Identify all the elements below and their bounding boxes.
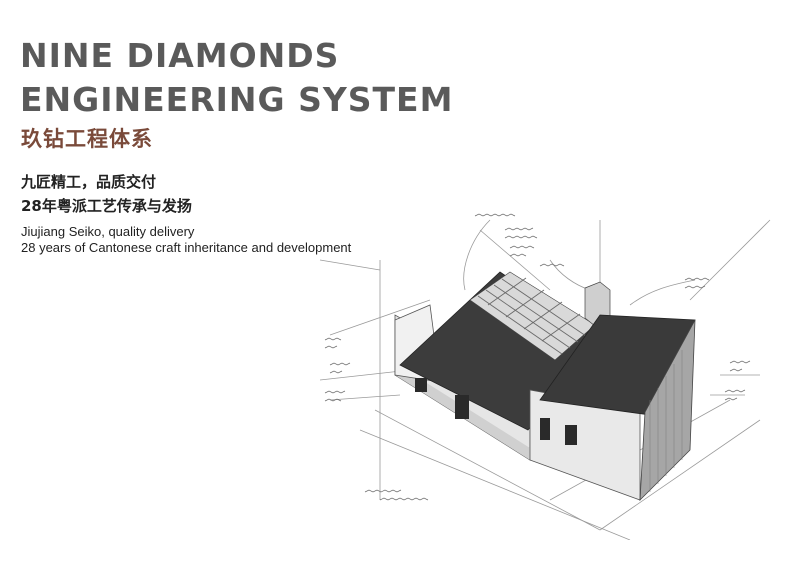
chinese-tagline-line-2: 28年粤派工艺传承与发扬 (21, 197, 192, 215)
english-tagline-line-1: Jiujiang Seiko, quality delivery (21, 224, 195, 239)
english-tagline-line-2: 28 years of Cantonese craft inheritance … (21, 240, 352, 255)
chinese-tagline: 九匠精工，品质交付 28年粤派工艺传承与发扬 (21, 170, 192, 218)
title-line-1: NINE DIAMONDS (20, 36, 340, 75)
house-sketch-illustration (319, 213, 771, 540)
english-tagline: Jiujiang Seiko, quality delivery 28 year… (21, 224, 351, 256)
chinese-tagline-line-1: 九匠精工，品质交付 (21, 173, 157, 191)
title-line-2: ENGINEERING SYSTEM (20, 80, 454, 119)
sketch-lines (319, 219, 771, 540)
house (394, 271, 696, 502)
chinese-title: 玖钻工程体系 (21, 127, 153, 151)
annotation-scribbles (324, 213, 751, 501)
page-title: NINE DIAMONDS ENGINEERING SYSTEM (20, 34, 453, 122)
